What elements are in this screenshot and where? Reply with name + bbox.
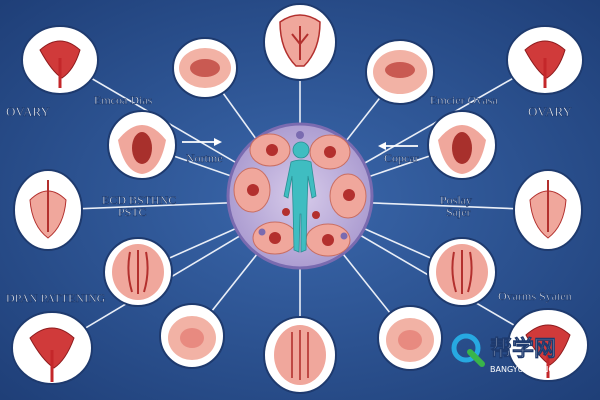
node-ovary-bottom-left	[11, 311, 93, 385]
label-left-center-1: ECD BSTHNC	[102, 193, 176, 207]
node-ovary-bottom-right	[507, 308, 589, 382]
arrow-left	[182, 138, 222, 146]
node-vessels-left-lower	[103, 237, 173, 307]
label-left-center-2: PSTC	[118, 205, 147, 219]
tissue-cells	[233, 131, 367, 257]
node-uterus-left	[13, 169, 83, 251]
label-right-center-2: Sajer	[446, 205, 471, 219]
label-left-bottom: DPAN PATTENING	[6, 291, 106, 305]
node-uterus-right	[513, 169, 583, 251]
central-hub	[226, 122, 374, 270]
arrow-right	[378, 142, 418, 150]
watermark: 帮学网 BANGYUNWANG	[451, 333, 556, 374]
node-tissue-bottom-left-2	[159, 303, 225, 369]
label-left-ovary: OVARY	[6, 104, 50, 119]
label-left-mid: Nortme	[186, 151, 223, 165]
label-left-top-small: Emcoa Dias	[94, 93, 153, 107]
label-right-center-1: Poslay	[440, 193, 472, 207]
node-uterus-bottom	[263, 316, 337, 394]
node-ovary-top-left	[21, 25, 99, 95]
label-right-top-small: Emcier Ovasa	[430, 93, 498, 107]
label-right-ovary: OVARY	[528, 104, 572, 119]
node-uterus-top	[263, 3, 337, 81]
node-tissue-top-left-2	[172, 37, 238, 99]
node-vessels-right-lower	[427, 237, 497, 307]
watermark-en: BANGYUNWANG	[490, 365, 555, 374]
node-tissue-top-right-2	[365, 39, 435, 105]
human-figure-icon	[283, 141, 317, 253]
label-right-bottom: Ovarms Syaten	[498, 289, 572, 303]
node-tissue-right-mid	[427, 110, 497, 180]
node-tissue-left-mid	[107, 110, 177, 180]
node-ovary-top-right	[506, 25, 584, 95]
node-tissue-bottom-right-2	[377, 305, 443, 371]
watermark-cn: 帮学网	[490, 336, 556, 362]
label-right-mid: Copcar	[384, 151, 419, 165]
watermark-logo-icon	[451, 333, 485, 367]
